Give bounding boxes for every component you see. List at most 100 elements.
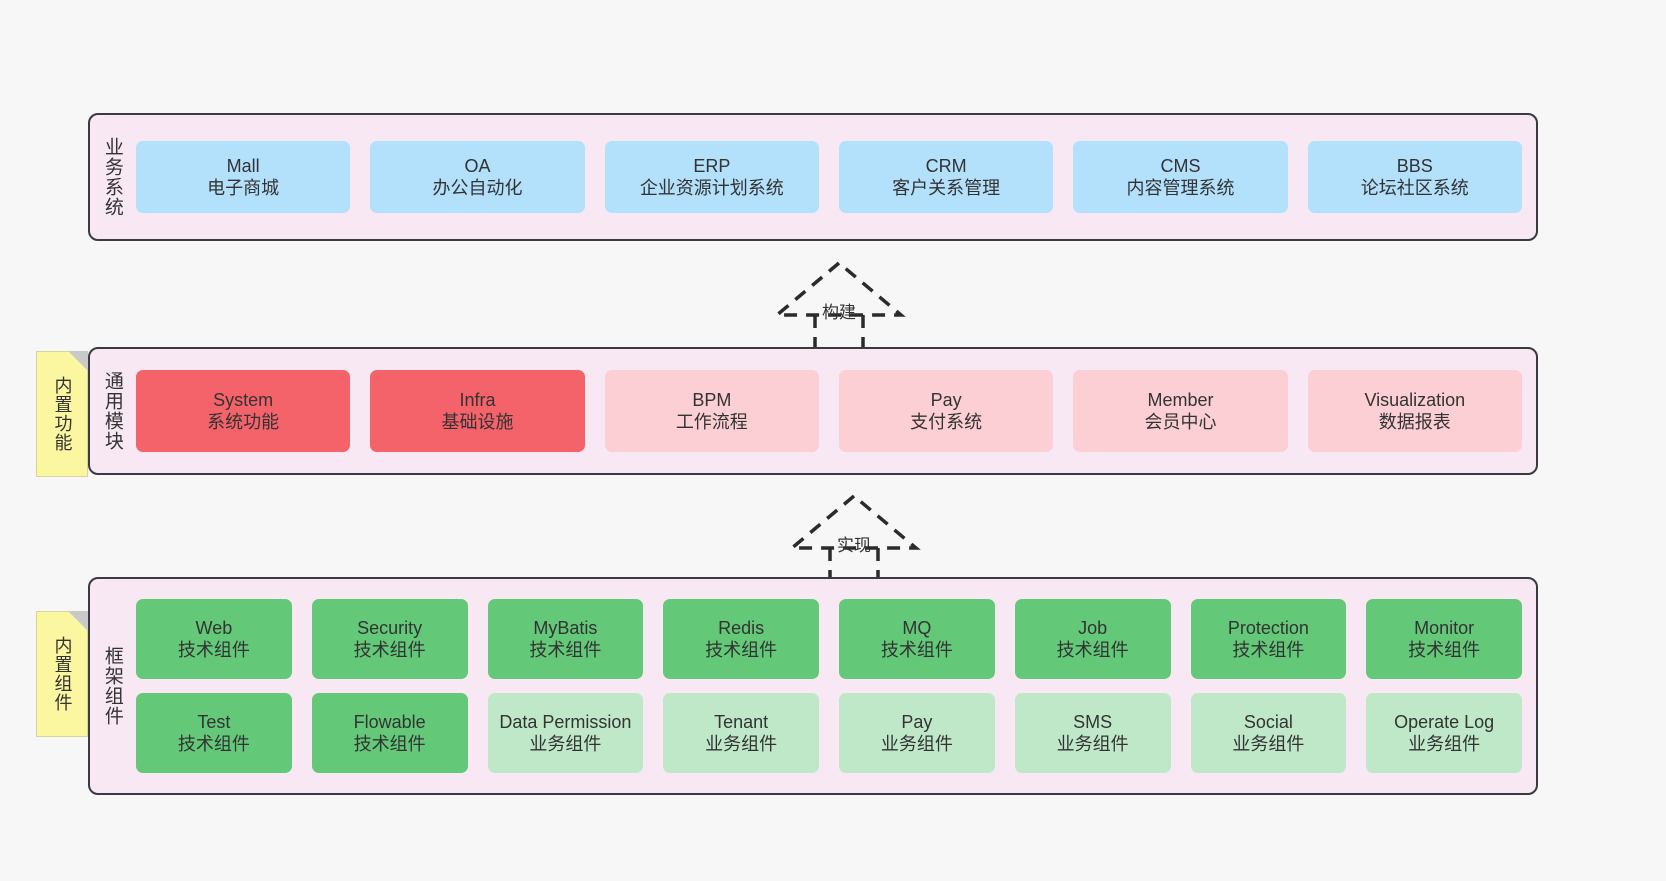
node-subtitle: 业务组件 bbox=[880, 734, 953, 754]
node-system[interactable]: System 系统功能 bbox=[136, 370, 351, 452]
node-title: Redis bbox=[718, 617, 765, 638]
layer-body-framework-components: Web 技术组件 Security 技术组件 MyBatis 技术组件 Redi… bbox=[134, 579, 1536, 793]
node-security[interactable]: Security 技术组件 bbox=[311, 599, 468, 679]
node-subtitle: 数据报表 bbox=[1378, 412, 1451, 432]
sticky-note-builtin-features: 内置功能 bbox=[36, 351, 88, 477]
node-subtitle: 技术组件 bbox=[177, 640, 250, 660]
layer-title-business-systems: 业务系统 bbox=[101, 137, 123, 217]
layer-title-framework-components: 框架组件 bbox=[101, 646, 123, 726]
node-redis[interactable]: Redis 技术组件 bbox=[663, 599, 819, 679]
row: Test 技术组件 Flowable 技术组件 Data Permission … bbox=[136, 693, 1522, 773]
layer-common-modules: 通用模块 System 系统功能 Infra 基础设施 BPM 工作流程 Pay… bbox=[88, 347, 1538, 475]
connector-build: 构建 bbox=[759, 259, 919, 351]
node-pay-component[interactable]: Pay 业务组件 bbox=[839, 693, 995, 773]
node-subtitle: 技术组件 bbox=[529, 640, 602, 660]
connector-implement-label: 实现 bbox=[837, 536, 871, 555]
node-bbs[interactable]: BBS 论坛社区系统 bbox=[1307, 141, 1522, 213]
node-title: Visualization bbox=[1364, 389, 1466, 410]
node-title: ERP bbox=[693, 155, 731, 176]
node-member[interactable]: Member 会员中心 bbox=[1073, 370, 1288, 452]
node-test[interactable]: Test 技术组件 bbox=[136, 693, 292, 773]
row: Mall 电子商城 OA 办公自动化 ERP 企业资源计划系统 CRM 客户关系… bbox=[136, 141, 1522, 213]
node-subtitle: 技术组件 bbox=[1056, 640, 1129, 660]
node-title: CMS bbox=[1160, 155, 1201, 176]
node-mq[interactable]: MQ 技术组件 bbox=[839, 599, 995, 679]
node-subtitle: 企业资源计划系统 bbox=[639, 178, 784, 198]
node-title: Pay bbox=[901, 711, 933, 732]
node-title: MyBatis bbox=[533, 617, 598, 638]
node-title: Protection bbox=[1227, 617, 1309, 638]
node-title: Test bbox=[197, 711, 231, 732]
node-web[interactable]: Web 技术组件 bbox=[136, 599, 292, 679]
row: Web 技术组件 Security 技术组件 MyBatis 技术组件 Redi… bbox=[136, 599, 1522, 679]
node-protection[interactable]: Protection 技术组件 bbox=[1190, 599, 1347, 679]
node-subtitle: 技术组件 bbox=[177, 734, 250, 754]
node-pay-module[interactable]: Pay 支付系统 bbox=[838, 370, 1054, 452]
node-job[interactable]: Job 技术组件 bbox=[1014, 599, 1171, 679]
node-title: Infra bbox=[459, 389, 496, 410]
node-subtitle: 电子商城 bbox=[207, 178, 280, 198]
sticky-note-builtin-components: 内置组件 bbox=[36, 611, 88, 737]
layer-body-common-modules: System 系统功能 Infra 基础设施 BPM 工作流程 Pay 支付系统… bbox=[134, 349, 1536, 473]
node-subtitle: 内容管理系统 bbox=[1126, 178, 1235, 198]
node-oa[interactable]: OA 办公自动化 bbox=[370, 141, 585, 213]
node-subtitle: 技术组件 bbox=[1408, 640, 1481, 660]
node-social[interactable]: Social 业务组件 bbox=[1190, 693, 1347, 773]
node-subtitle: 业务组件 bbox=[1056, 734, 1129, 754]
node-monitor[interactable]: Monitor 技术组件 bbox=[1366, 599, 1522, 679]
node-title: Monitor bbox=[1414, 617, 1475, 638]
node-operate-log[interactable]: Operate Log 业务组件 bbox=[1366, 693, 1522, 773]
node-infra[interactable]: Infra 基础设施 bbox=[370, 370, 585, 452]
layer-body-business-systems: Mall 电子商城 OA 办公自动化 ERP 企业资源计划系统 CRM 客户关系… bbox=[134, 115, 1536, 239]
node-sms[interactable]: SMS 业务组件 bbox=[1014, 693, 1171, 773]
layer-framework-components: 框架组件 Web 技术组件 Security 技术组件 MyBatis 技术组件… bbox=[88, 577, 1538, 795]
node-title: Flowable bbox=[353, 711, 426, 732]
node-title: Mall bbox=[226, 155, 260, 176]
node-subtitle: 工作流程 bbox=[675, 412, 748, 432]
node-title: Pay bbox=[930, 389, 962, 410]
node-subtitle: 技术组件 bbox=[353, 640, 426, 660]
node-tenant[interactable]: Tenant 业务组件 bbox=[663, 693, 819, 773]
node-title: Member bbox=[1147, 389, 1214, 410]
node-title: SMS bbox=[1073, 711, 1113, 732]
node-title: BBS bbox=[1396, 155, 1433, 176]
node-title: BPM bbox=[692, 389, 732, 410]
row: System 系统功能 Infra 基础设施 BPM 工作流程 Pay 支付系统… bbox=[136, 370, 1522, 452]
layer-business-systems: 业务系统 Mall 电子商城 OA 办公自动化 ERP 企业资源计划系统 CRM… bbox=[88, 113, 1538, 241]
node-subtitle: 基础设施 bbox=[441, 412, 514, 432]
node-subtitle: 技术组件 bbox=[353, 734, 426, 754]
node-subtitle: 办公自动化 bbox=[432, 178, 523, 198]
node-visualization[interactable]: Visualization 数据报表 bbox=[1307, 370, 1522, 452]
node-subtitle: 支付系统 bbox=[910, 412, 983, 432]
node-title: OA bbox=[464, 155, 491, 176]
node-title: Social bbox=[1243, 711, 1293, 732]
node-data-permission[interactable]: Data Permission 业务组件 bbox=[487, 693, 644, 773]
node-subtitle: 技术组件 bbox=[1232, 640, 1305, 660]
node-crm[interactable]: CRM 客户关系管理 bbox=[838, 141, 1054, 213]
node-bpm[interactable]: BPM 工作流程 bbox=[604, 370, 819, 452]
node-mybatis[interactable]: MyBatis 技术组件 bbox=[487, 599, 644, 679]
connector-build-label: 构建 bbox=[822, 303, 856, 322]
node-title: Job bbox=[1078, 617, 1108, 638]
node-subtitle: 业务组件 bbox=[1408, 734, 1481, 754]
node-subtitle: 会员中心 bbox=[1144, 412, 1217, 432]
node-title: Web bbox=[195, 617, 233, 638]
node-flowable[interactable]: Flowable 技术组件 bbox=[311, 693, 468, 773]
node-subtitle: 技术组件 bbox=[705, 640, 778, 660]
node-title: Data Permission bbox=[499, 711, 632, 732]
node-title: Tenant bbox=[714, 711, 769, 732]
node-title: System bbox=[213, 389, 274, 410]
layer-title-common-modules: 通用模块 bbox=[101, 371, 123, 451]
node-title: MQ bbox=[902, 617, 932, 638]
node-subtitle: 技术组件 bbox=[880, 640, 953, 660]
node-title: CRM bbox=[925, 155, 967, 176]
node-subtitle: 客户关系管理 bbox=[892, 178, 1001, 198]
node-mall[interactable]: Mall 电子商城 bbox=[136, 141, 351, 213]
node-cms[interactable]: CMS 内容管理系统 bbox=[1073, 141, 1288, 213]
node-subtitle: 业务组件 bbox=[1232, 734, 1305, 754]
node-erp[interactable]: ERP 企业资源计划系统 bbox=[604, 141, 819, 213]
connector-implement: 实现 bbox=[774, 492, 934, 584]
node-subtitle: 论坛社区系统 bbox=[1360, 178, 1469, 198]
node-subtitle: 业务组件 bbox=[529, 734, 602, 754]
